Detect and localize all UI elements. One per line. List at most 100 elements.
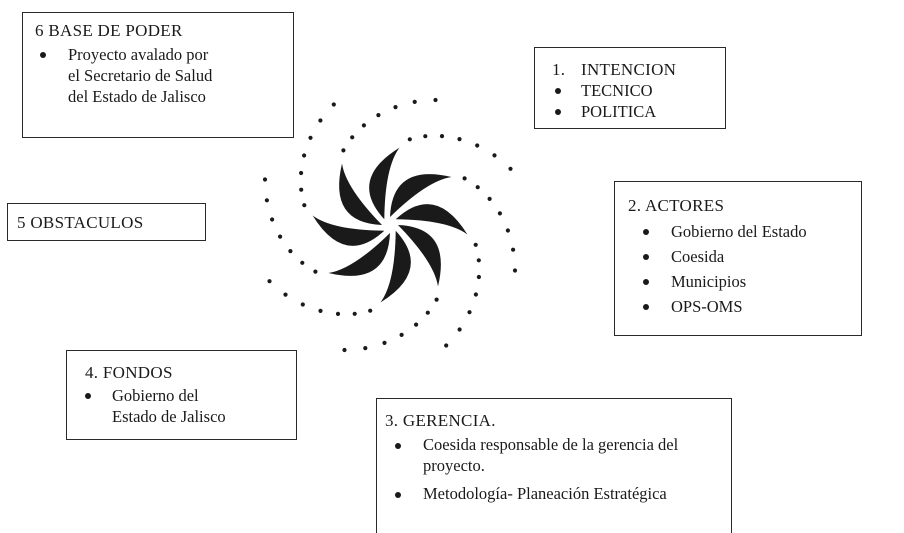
spiral-dot [300,260,305,265]
item-line: el Secretario de Salud [68,66,213,85]
pinwheel-blade [339,163,382,225]
spiral-dot [512,268,518,273]
box-title: 4. FONDOS [85,363,173,382]
item-list: Proyecto avalado por el Secretario de Sa… [40,44,293,107]
spiral-dot [467,310,472,315]
item-line: Proyecto avalado por [68,45,209,64]
spiral-dot [278,234,283,239]
item-line: Estado de Jalisco [112,407,226,426]
pinwheel-spiral-icon [262,97,518,353]
spiral-dot [350,135,355,140]
spiral-dot [368,308,373,313]
spiral-dot [300,302,305,307]
bullet-icon [643,279,649,285]
spiral-dot [425,310,430,315]
box-title: 6 BASE DE PODER [35,21,183,40]
spiral-dot [318,308,323,313]
spiral-dot [288,249,293,254]
bullet-icon [555,88,561,94]
item-line: Metodología- Planeación Estratégica [423,484,667,503]
bullet-icon [395,443,401,449]
spiral-dot [473,242,478,247]
spiral-dot [302,203,307,208]
spiral-dot [414,322,419,327]
spiral-dot [361,123,366,128]
pinwheel-blade [395,204,468,235]
item-list: Gobierno del Estado de Jalisco [85,385,296,427]
spiral-dot [511,247,516,252]
spiral-dot [407,137,412,142]
spiral-dot [492,153,497,158]
pinwheel-blade [390,174,452,217]
spiral-dot [262,177,268,182]
spiral-dot [457,137,462,142]
bullet-icon [40,52,46,58]
spiral-dot [331,102,336,107]
spiral-dot [475,185,480,190]
box-title: 2. ACTORES [628,196,725,215]
spiral-dot [299,170,304,176]
item-text: OPS-OMS [671,297,743,316]
list-item: POLITICA [555,101,725,122]
box-gerencia: 3. GERENCIA. Coesida responsable de la g… [376,398,732,533]
item-text: Gobierno del Estado [671,222,807,241]
spiral-dot [318,118,323,123]
item-list: TECNICO POLITICA [555,80,725,122]
pinwheel-blade [312,215,385,246]
spiral-dot [270,217,275,222]
bullet-icon [555,109,561,115]
spiral-dot [283,292,288,297]
pinwheel-blade [380,230,411,303]
item-line: Coesida responsable de la gerencia del [423,435,679,454]
box-title: 3. GERENCIA. [385,411,496,430]
item-text: Coesida [671,247,725,266]
spiral-dot [423,134,428,139]
spiral-dot [475,143,480,148]
item-line: del Estado de Jalisco [68,87,206,106]
bullet-icon [85,393,91,399]
spiral-dot [302,153,307,158]
pinwheel-blade [398,225,441,287]
spiral-dot [341,148,346,153]
list-item: Coesida [643,244,861,269]
spiral-dot [505,228,510,233]
spiral-dot [412,99,417,104]
bullet-icon [643,304,649,310]
box-intencion: 1. INTENCION TECNICO POLITICA [534,47,726,129]
spiral-dot [313,269,318,274]
spiral-dot [352,311,357,316]
list-item: Metodología- Planeación Estratégica [395,483,731,504]
box-title: INTENCION [581,60,677,79]
spiral-dot [264,198,269,203]
list-item: Coesida responsable de la gerencia del p… [395,434,731,476]
list-item: OPS-OMS [643,294,861,319]
list-item: Gobierno del Estado de Jalisco [85,385,296,427]
bullet-icon [643,254,649,260]
item-text: POLITICA [581,102,657,121]
list-item: Proyecto avalado por el Secretario de Sa… [40,44,293,107]
box-number: 1. [552,60,566,79]
spiral-dot [439,134,445,139]
spiral-dot [399,332,404,337]
item-line: proyecto. [423,456,485,475]
spiral-dot [382,340,387,345]
bullet-icon [395,492,401,498]
box-fondos: 4. FONDOS Gobierno del Estado de Jalisco [66,350,297,440]
item-list: Gobierno del Estado Coesida Municipios O… [643,219,861,319]
list-item: Municipios [643,269,861,294]
item-text: TECNICO [581,81,653,100]
box-obstaculos: 5 OBSTACULOS [7,203,206,241]
spiral-dot [462,176,467,181]
item-text: Municipios [671,272,747,291]
spiral-dot [335,311,341,316]
list-item: TECNICO [555,80,725,101]
bullet-icon [643,229,649,235]
item-line: Gobierno del [112,386,199,405]
spiral-dot [434,297,439,302]
spiral-dot [473,292,478,297]
spiral-dot [457,327,462,332]
spiral-dot [433,97,438,103]
spiral-dot [444,343,449,348]
pinwheel-blade [369,147,400,220]
spiral-dot [487,196,492,201]
